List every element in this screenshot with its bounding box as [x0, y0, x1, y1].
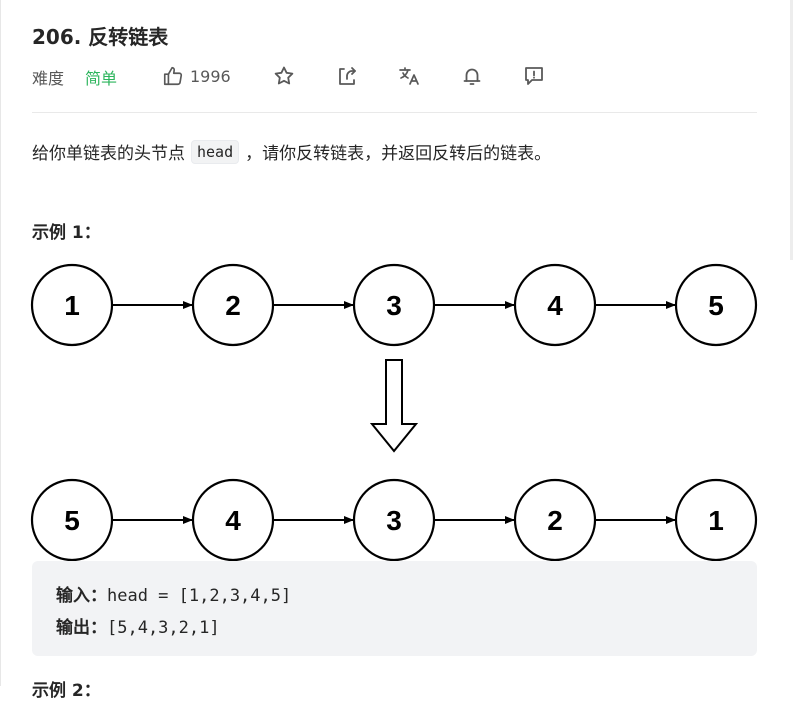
description-text-before: 给你单链表的头节点: [32, 144, 185, 164]
output-node: 5: [30, 478, 114, 562]
input-node: 4: [513, 263, 597, 347]
node-label: 3: [386, 505, 402, 536]
inline-code-head: head: [191, 139, 240, 164]
problem-description: 给你单链表的头节点 head ，请你反转链表，并返回反转后的链表。: [32, 139, 551, 164]
input-node: 2: [191, 263, 275, 347]
linked-list-diagram: 1 2 3 4 5 5 4: [30, 262, 760, 566]
feedback-icon[interactable]: [522, 64, 546, 88]
input-node: 1: [30, 263, 114, 347]
example-2-heading: 示例 2：: [32, 681, 101, 701]
header-divider: [32, 112, 757, 113]
node-label: 4: [547, 290, 563, 321]
output-line: 输出：[5,4,3,2,1]: [56, 613, 220, 638]
share-icon[interactable]: [335, 64, 359, 88]
node-label: 1: [708, 505, 724, 536]
output-value: [5,4,3,2,1]: [107, 618, 220, 638]
node-label: 4: [225, 505, 241, 536]
difficulty-label: 难度: [32, 69, 65, 88]
problem-meta-bar: 难度 简单 1996: [32, 62, 592, 90]
output-label: 输出：: [56, 618, 107, 638]
input-value: head = [1,2,3,4,5]: [107, 586, 292, 606]
panel-left-border: [0, 0, 1, 686]
node-label: 2: [547, 505, 563, 536]
node-label: 5: [708, 290, 724, 321]
input-node: 5: [674, 263, 758, 347]
like-button[interactable]: 1996: [162, 64, 231, 88]
output-node: 2: [513, 478, 597, 562]
thumbs-up-icon: [162, 65, 184, 87]
translate-icon[interactable]: [397, 64, 421, 88]
input-label: 输入：: [56, 586, 107, 606]
input-node: 3: [352, 263, 436, 347]
node-label: 3: [386, 290, 402, 321]
difficulty-value: 简单: [85, 69, 118, 88]
bell-icon[interactable]: [460, 64, 484, 88]
problem-title: 206. 反转链表: [32, 25, 169, 49]
down-arrow-icon: [369, 359, 419, 453]
like-count: 1996: [190, 66, 231, 86]
node-label: 5: [64, 505, 80, 536]
example-1-heading: 示例 1：: [32, 223, 101, 243]
star-icon[interactable]: [272, 64, 296, 88]
description-text-after: ，请你反转链表，并返回反转后的链表。: [245, 144, 552, 164]
output-node: 3: [352, 478, 436, 562]
scrollbar[interactable]: [790, 0, 793, 260]
output-node: 4: [191, 478, 275, 562]
output-node: 1: [674, 478, 758, 562]
input-line: 输入：head = [1,2,3,4,5]: [56, 581, 291, 606]
node-label: 2: [225, 290, 241, 321]
node-label: 1: [64, 290, 80, 321]
example-1-code-block: 输入：head = [1,2,3,4,5] 输出：[5,4,3,2,1]: [32, 561, 757, 656]
